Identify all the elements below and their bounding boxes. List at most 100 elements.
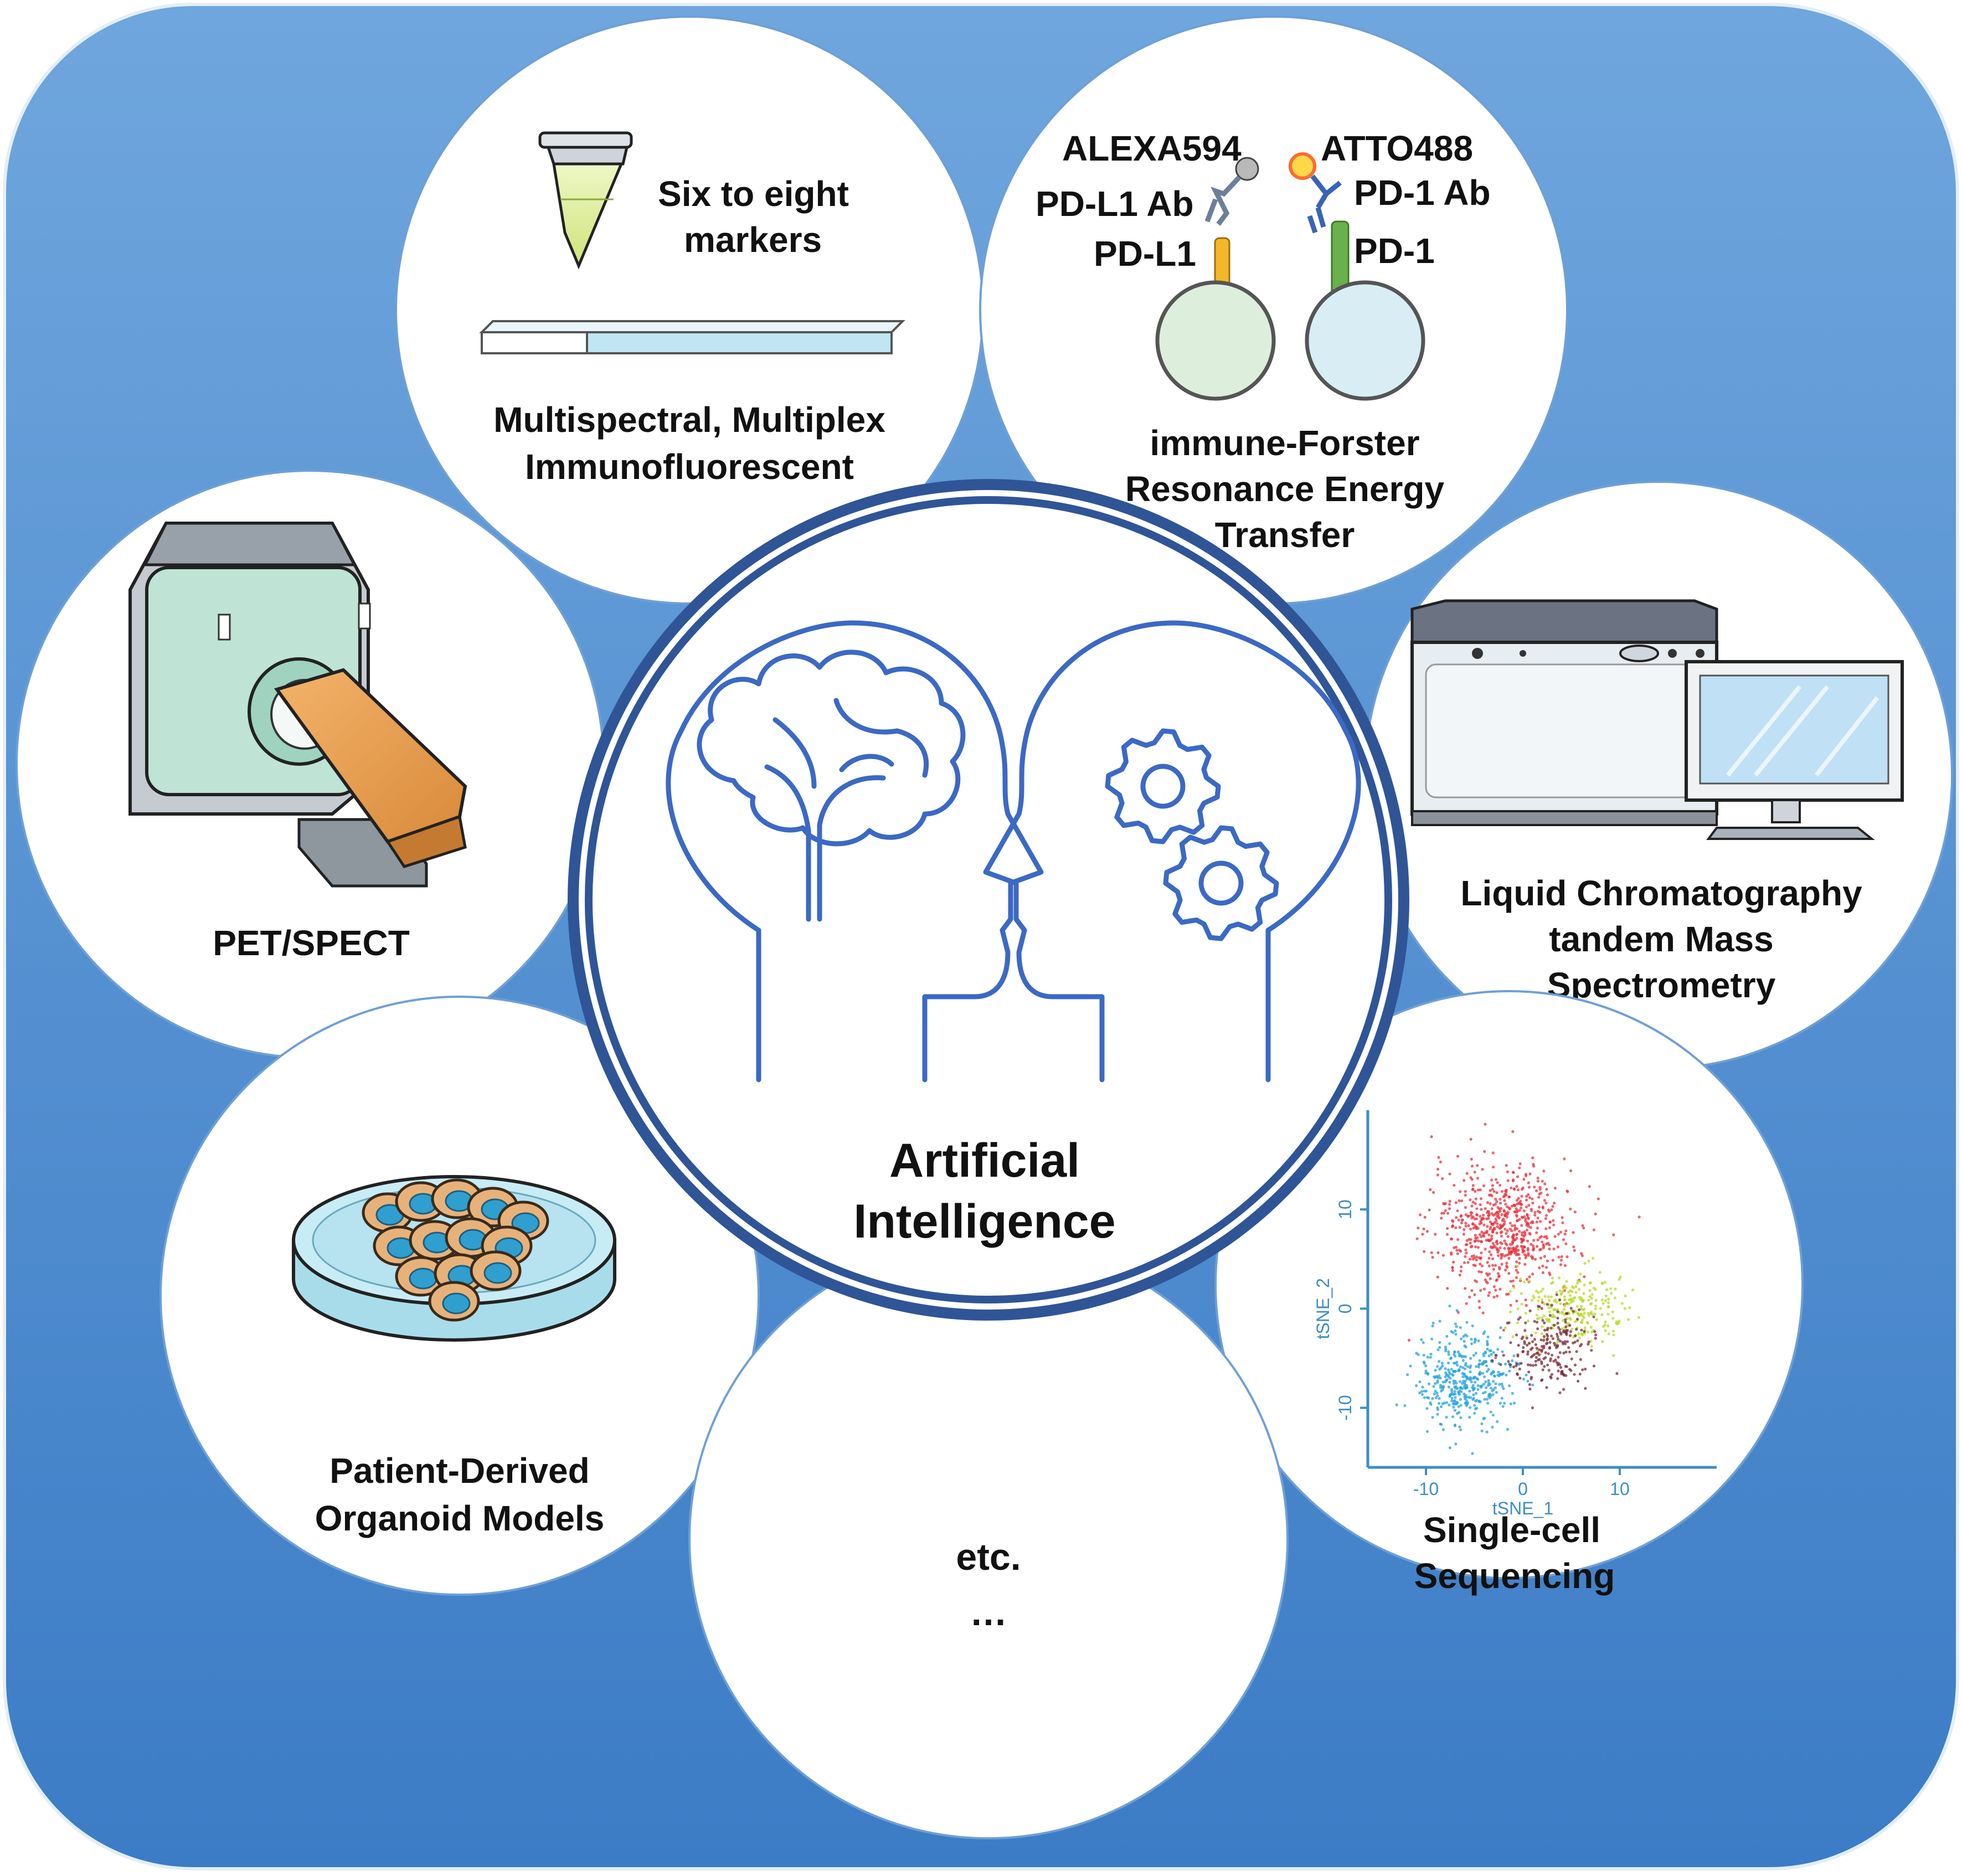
tsne-point — [1548, 1310, 1552, 1313]
tsne-point — [1547, 1295, 1550, 1298]
tsne-point — [1426, 1373, 1430, 1376]
tsne-point — [1527, 1204, 1531, 1207]
tsne-point — [1495, 1214, 1499, 1218]
tsne-point — [1567, 1346, 1570, 1349]
lcms-title-line3: Spectrometry — [1547, 965, 1776, 1005]
tsne-point — [1477, 1339, 1480, 1343]
organoid-cell — [428, 1281, 480, 1322]
tsne-point — [1537, 1305, 1540, 1308]
tsne-point — [1524, 1321, 1527, 1324]
tsne-point — [1473, 1293, 1476, 1296]
tsne-point — [1536, 1217, 1539, 1220]
tsne-point — [1523, 1262, 1527, 1266]
tsne-point — [1459, 1398, 1462, 1401]
tsne-point — [1458, 1199, 1461, 1203]
tsne-point — [1491, 1257, 1494, 1260]
tsne-point — [1482, 1287, 1486, 1291]
tsne-point — [1474, 1399, 1477, 1403]
tsne-point — [1502, 1194, 1506, 1198]
lcms-title-line2: tandem Mass — [1549, 919, 1773, 959]
tsne-point — [1577, 1287, 1580, 1291]
tsne-point — [1535, 1313, 1538, 1317]
scseq-title-line1: Single-cell — [1423, 1510, 1600, 1550]
tsne-point — [1483, 1150, 1486, 1153]
tsne-point — [1506, 1427, 1510, 1431]
tsne-point — [1518, 1230, 1521, 1233]
tsne-point — [1565, 1365, 1568, 1368]
tsne-point — [1541, 1298, 1544, 1301]
tsne-point — [1506, 1170, 1509, 1173]
tsne-point — [1624, 1294, 1627, 1297]
tsne-point — [1478, 1359, 1481, 1362]
tsne-point — [1515, 1276, 1518, 1279]
tsne-point — [1556, 1345, 1559, 1348]
tsne-point — [1578, 1280, 1582, 1283]
tsne-point — [1474, 1202, 1477, 1205]
tsne-point — [1551, 1276, 1554, 1280]
tsne-point — [1528, 1231, 1531, 1235]
tsne-point — [1472, 1393, 1475, 1396]
tsne-point — [1580, 1296, 1583, 1300]
tsne-point — [1470, 1342, 1474, 1346]
tsne-point — [1506, 1229, 1509, 1233]
tsne-point — [1524, 1298, 1527, 1302]
tsne-point — [1484, 1278, 1487, 1281]
tsne-point — [1525, 1304, 1528, 1307]
tsne-point — [1490, 1212, 1494, 1215]
tsne-point — [1459, 1380, 1462, 1383]
tsne-point — [1453, 1351, 1456, 1354]
tsne-point — [1612, 1354, 1615, 1357]
tsne-point — [1544, 1227, 1548, 1230]
tsne-point — [1525, 1205, 1528, 1209]
tsne-point — [1533, 1210, 1537, 1214]
tsne-point — [1577, 1379, 1580, 1383]
tsne-point — [1446, 1361, 1450, 1365]
tsne-point — [1454, 1370, 1457, 1373]
tsne-point — [1406, 1373, 1409, 1377]
tsne-point — [1455, 1325, 1458, 1328]
tsne-point — [1425, 1230, 1429, 1233]
tsne-point — [1576, 1317, 1579, 1321]
tsne-point — [1436, 1167, 1440, 1171]
tsne-point — [1422, 1341, 1425, 1344]
tsne-point — [1485, 1239, 1488, 1242]
tsne-point — [1545, 1236, 1549, 1240]
tsne-point — [1508, 1228, 1512, 1231]
tsne-point — [1436, 1251, 1440, 1254]
tsne-point — [1518, 1209, 1521, 1212]
tsne-point — [1486, 1347, 1489, 1351]
tsne-point — [1480, 1251, 1483, 1255]
tsne-x-tick-label: -10 — [1413, 1479, 1439, 1499]
tsne-point — [1570, 1357, 1573, 1360]
tsne-point — [1506, 1179, 1510, 1182]
tsne-point — [1499, 1231, 1502, 1234]
tsne-point — [1512, 1365, 1515, 1369]
multiplex-title-line1: Multispectral, Multiplex — [493, 400, 885, 440]
tsne-point — [1479, 1197, 1483, 1200]
tsne-point — [1580, 1321, 1584, 1324]
tsne-point — [1526, 1350, 1530, 1353]
tsne-point — [1515, 1362, 1518, 1365]
tsne-point — [1564, 1374, 1568, 1377]
tsne-point — [1575, 1328, 1578, 1331]
tsne-point — [1497, 1374, 1501, 1378]
tsne-point — [1456, 1412, 1459, 1415]
tsne-point — [1535, 1220, 1538, 1224]
tsne-point — [1490, 1353, 1493, 1356]
tsne-point — [1463, 1179, 1466, 1182]
tsne-point — [1403, 1404, 1407, 1408]
tsne-point — [1541, 1179, 1544, 1183]
tsne-point — [1502, 1328, 1505, 1332]
tsne-point — [1589, 1326, 1593, 1329]
tsne-point — [1436, 1413, 1439, 1416]
tsne-point — [1607, 1301, 1610, 1305]
tsne-point — [1594, 1298, 1598, 1302]
tsne-point — [1530, 1377, 1533, 1380]
tsne-point — [1595, 1318, 1598, 1321]
tsne-point — [1425, 1430, 1429, 1433]
tsne-point — [1454, 1385, 1458, 1388]
tsne-point — [1606, 1305, 1610, 1308]
tsne-point — [1430, 1337, 1434, 1341]
tsne-point — [1557, 1233, 1560, 1236]
tsne-point — [1586, 1331, 1589, 1334]
